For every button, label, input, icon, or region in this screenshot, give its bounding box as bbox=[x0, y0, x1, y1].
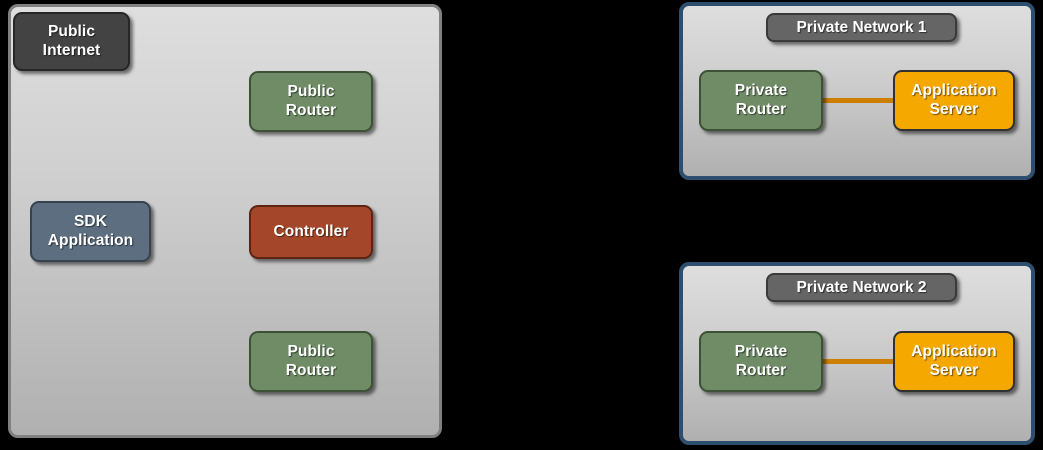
private-network-2-title: Private Network 2 bbox=[766, 273, 957, 302]
node-public-internet[interactable]: Public Internet bbox=[13, 12, 130, 71]
node-private-router-1[interactable]: Private Router bbox=[699, 70, 823, 131]
link-private-router-2-to-application-server-2 bbox=[812, 359, 904, 364]
node-controller[interactable]: Controller bbox=[249, 205, 373, 259]
private-network-1-title: Private Network 1 bbox=[766, 13, 957, 42]
node-application-server-1[interactable]: Application Server bbox=[893, 70, 1015, 131]
node-private-router-2[interactable]: Private Router bbox=[699, 331, 823, 392]
node-application-server-2[interactable]: Application Server bbox=[893, 331, 1015, 392]
node-public-router-top[interactable]: Public Router bbox=[249, 71, 373, 132]
link-private-router-1-to-application-server-1 bbox=[812, 98, 904, 103]
node-sdk-application[interactable]: SDK Application bbox=[30, 201, 151, 262]
node-public-router-bottom[interactable]: Public Router bbox=[249, 331, 373, 392]
